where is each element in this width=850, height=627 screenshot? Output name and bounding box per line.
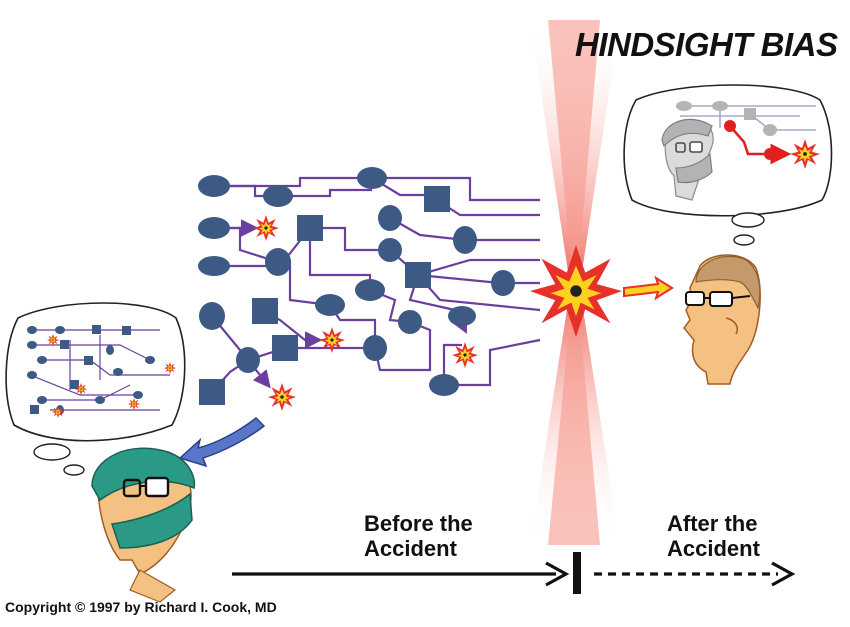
copyright-notice: Copyright © 1997 by Richard I. Cook, MD [5,599,277,615]
before-accident-label: Before the Accident [364,511,473,561]
arrow-icon [178,417,266,468]
diagram-title: HINDSIGHT BIAS [575,26,838,63]
network-nodes [198,167,515,405]
after-accident-label: After the Accident [667,511,760,561]
mini-network-left [27,325,176,418]
surgeon-icon [91,447,196,603]
accident-marker [573,552,581,594]
observer-head-icon [683,254,761,385]
after-label-line-2: Accident [667,536,760,561]
before-arrowhead [545,561,570,587]
explosion-icon [268,383,296,411]
blast-rays [530,20,620,545]
explosion-icon [253,215,279,241]
before-label-line-2: Accident [364,536,457,561]
surgeon-icon [661,118,714,201]
after-arrowhead [771,561,796,587]
mini-network-right [676,101,820,169]
arrow-icon [623,275,674,301]
accident-explosion-icon [530,245,622,337]
before-label-line-1: Before the [364,511,473,536]
timeline [232,552,796,594]
thought-bubble-icon [623,84,833,246]
after-label-line-1: After the [667,511,758,536]
